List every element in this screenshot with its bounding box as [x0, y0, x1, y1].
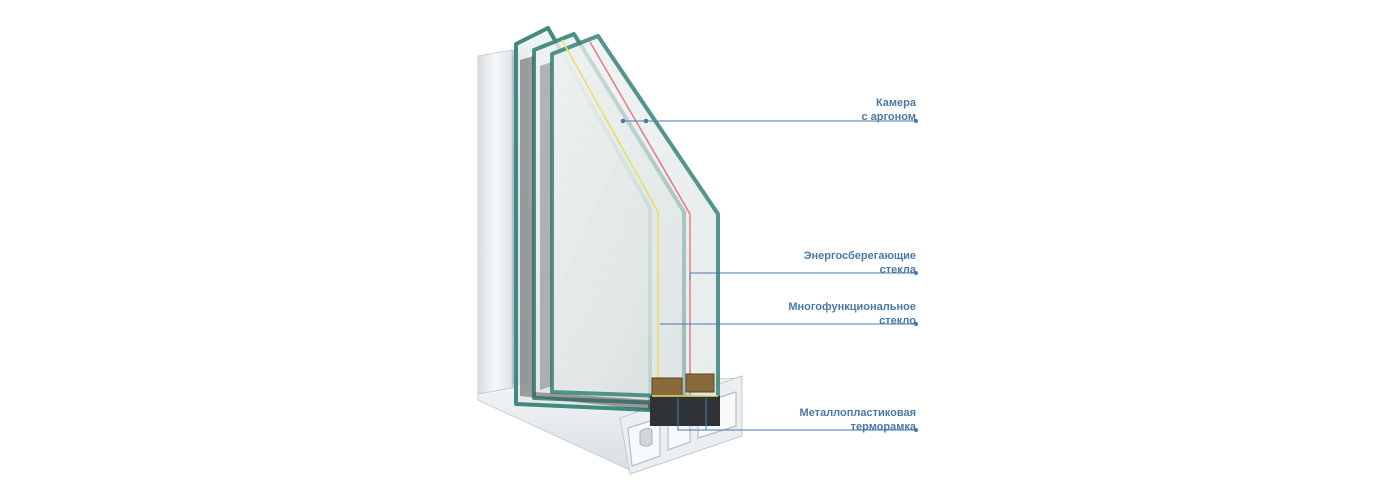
glass-unit	[514, 26, 720, 426]
glass-inner-band	[520, 56, 534, 396]
low-e-coating-yellow	[561, 39, 659, 408]
leader-argon-dot-2	[643, 118, 649, 124]
callout-energy-saving-glass: Энергосберегающие стекла	[676, 249, 916, 277]
callout-argon-chamber: Камера с аргоном	[676, 96, 916, 124]
spacer-frames	[650, 373, 720, 426]
frame-groove	[639, 427, 653, 447]
callout-energy-line1: Энергосберегающие	[803, 250, 916, 262]
callout-argon-line2: с аргоном	[861, 111, 916, 123]
callout-multi-line1: Многофункциональное	[788, 301, 916, 313]
low-e-coating-pink	[589, 41, 691, 402]
spacer-1	[651, 377, 683, 397]
callout-argon-line1: Камера	[875, 97, 916, 109]
glass-pane-front	[550, 34, 720, 400]
leader-energy-end	[914, 271, 918, 275]
callout-multifunctional-glass: Многофункциональное стекло	[676, 300, 916, 328]
callout-multi-line2: стекло	[879, 315, 916, 327]
frame-left-front	[477, 49, 513, 395]
leader-multi-end	[914, 322, 918, 326]
callout-frame-line2: терморамка	[850, 421, 916, 433]
leader-lines	[620, 118, 918, 432]
glass-bottom-band	[520, 392, 650, 410]
leader-frame-end	[914, 428, 918, 432]
spacer-2	[685, 373, 715, 393]
leader-argon-dot-1	[620, 118, 626, 124]
sealant	[650, 396, 720, 426]
leader-argon-end	[914, 119, 918, 123]
glass-inner-band-2	[540, 62, 552, 390]
callout-spacer-frame: Металлопластиковая терморамка	[676, 406, 916, 434]
leader-frame	[677, 398, 916, 431]
callout-frame-line1: Металлопластиковая	[799, 407, 916, 419]
callout-energy-line2: стекла	[879, 264, 916, 276]
